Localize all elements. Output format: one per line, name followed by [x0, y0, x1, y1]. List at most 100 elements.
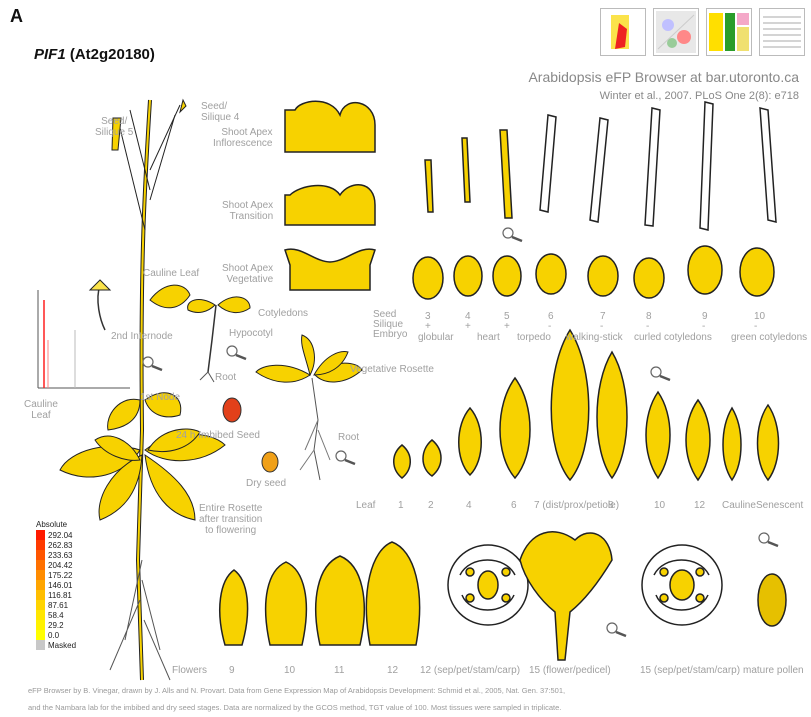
seed-row-labels: Seed Silique Embryo [373, 310, 407, 340]
label-imbibed-seed: 24 h Imbibed Seed [176, 430, 260, 441]
seedling [188, 297, 250, 382]
leaf-stage-label: 4 [466, 500, 472, 511]
legend-value: 29.2 [48, 621, 64, 630]
legend-title: Absolute [36, 520, 96, 529]
legend-entry: 29.2 [36, 620, 96, 630]
legend-entry: Masked [36, 640, 96, 650]
legend-entry: 262.83 [36, 540, 96, 550]
silique-mark: + [465, 321, 471, 332]
leaf-stage-label: 1 [398, 500, 404, 511]
legend-swatch [36, 580, 45, 590]
legend-value: 175.22 [48, 571, 72, 580]
legend-swatch [36, 590, 45, 600]
legend-swatch [36, 570, 45, 580]
flower-stage-label: 9 [229, 665, 235, 676]
embryo-stage-curled-cotyledons: curled cotyledons [634, 332, 712, 343]
embryo-stage-heart: heart [477, 332, 500, 343]
legend-swatch [36, 540, 45, 550]
flower-row-label: Flowers [172, 665, 207, 676]
legend-entry: 175.22 [36, 570, 96, 580]
label-2nd-internode: 2nd Internode [111, 331, 173, 342]
legend-swatch [36, 530, 45, 540]
legend-entry: 0.0 [36, 630, 96, 640]
legend-value: 116.81 [48, 591, 72, 600]
shoot-apices [285, 101, 375, 290]
flower-stage-label: 10 [284, 665, 295, 676]
label-hypocotyl: Hypocotyl [229, 328, 273, 339]
siliques [425, 102, 776, 230]
legend-entry: 116.81 [36, 590, 96, 600]
label-shoot-apex-vegetative: Shoot Apex Vegetative [222, 263, 273, 285]
label-cauline-leaf-left: Cauline Leaf [24, 399, 58, 421]
label-entire-rosette: Entire Rosette after transition to flowe… [199, 503, 262, 536]
legend-entry: 292.04 [36, 530, 96, 540]
embryo-stage-globular: globular [418, 332, 454, 343]
dry-seed [262, 452, 278, 472]
footer-line-2: and the Nambara lab for the imbibed and … [28, 703, 561, 712]
legend-value: 87.61 [48, 601, 68, 610]
label-shoot-apex-transition: Shoot Apex Transition [222, 200, 273, 222]
legend-swatch [36, 640, 45, 650]
legend-entry: 58.4 [36, 610, 96, 620]
leaf-row-label: Leaf [356, 500, 375, 511]
label-seed-silique-5: Seed/ Silique 5 [95, 116, 133, 138]
legend-entry: 204.42 [36, 560, 96, 570]
legend-swatch [36, 630, 45, 640]
leaf-stage-label: 6 [511, 500, 517, 511]
label-root-rosette: Root [338, 432, 359, 443]
seed-stage-row [413, 246, 774, 299]
label-1st-node: 1st Node [140, 392, 180, 403]
imbibed-seed [223, 398, 241, 422]
legend-swatch [36, 620, 45, 630]
flower-stage-label: 12 (sep/pet/stam/carp) [420, 665, 520, 676]
flower-row [220, 532, 786, 660]
label-cauline-leaf: Cauline Leaf [143, 268, 199, 279]
silique-mark: + [425, 321, 431, 332]
flower-stage-label: 11 [334, 665, 344, 676]
legend-entry: 87.61 [36, 600, 96, 610]
leaf-stage-label: 10 [654, 500, 665, 511]
leaf-stage-label: 2 [428, 500, 434, 511]
leaf-stage-label: 12 [694, 500, 705, 511]
leaf-row [394, 330, 779, 480]
leaf-stage-label: 7 (dist/prox/petiole) [534, 500, 619, 511]
legend-entry: 233.63 [36, 550, 96, 560]
label-cotyledons: Cotyledons [258, 308, 308, 319]
legend-value: 204.42 [48, 561, 72, 570]
footer-line-1: eFP Browser by B. Vinegar, drawn by J. A… [28, 686, 565, 695]
legend-value: Masked [48, 641, 76, 650]
legend-swatch [36, 550, 45, 560]
legend-swatch [36, 600, 45, 610]
label-dry-seed: Dry seed [246, 478, 286, 489]
silique-mark: - [600, 321, 603, 332]
silique-mark: - [548, 321, 551, 332]
legend-swatch [36, 610, 45, 620]
legend-value: 146.01 [48, 581, 72, 590]
silique-mark: - [754, 321, 757, 332]
label-root-seedling: Root [215, 372, 236, 383]
flower-stage-label: 15 (flower/pedicel) [529, 665, 611, 676]
silique-mark: - [702, 321, 705, 332]
legend-entry: 146.01 [36, 580, 96, 590]
label-seed-silique-4: Seed/ Silique 4 [201, 101, 239, 123]
embryo-stage-walking-stick: walking-stick [566, 332, 623, 343]
label-vegetative-rosette: Vegetative Rosette [350, 364, 434, 375]
leaf-stage-label: Senescent [756, 500, 803, 511]
label-shoot-apex-inflorescence: Shoot Apex Inflorescence [213, 127, 272, 149]
silique-mark: + [504, 321, 510, 332]
embryo-stage-torpedo: torpedo [517, 332, 551, 343]
flower-stage-label: 12 [387, 665, 398, 676]
legend-value: 0.0 [48, 631, 59, 640]
legend-swatch [36, 560, 45, 570]
legend-value: 233.63 [48, 551, 72, 560]
flower-stage-label: mature pollen [743, 665, 804, 676]
silique-mark: - [646, 321, 649, 332]
leaf-stage-label: 8 [608, 500, 614, 511]
legend-value: 58.4 [48, 611, 64, 620]
leaf-stage-label: Cauline [722, 500, 756, 511]
flower-stage-label: 15 (sep/pet/stam/carp) [640, 665, 740, 676]
row-label-embryo: Embryo [373, 330, 407, 340]
